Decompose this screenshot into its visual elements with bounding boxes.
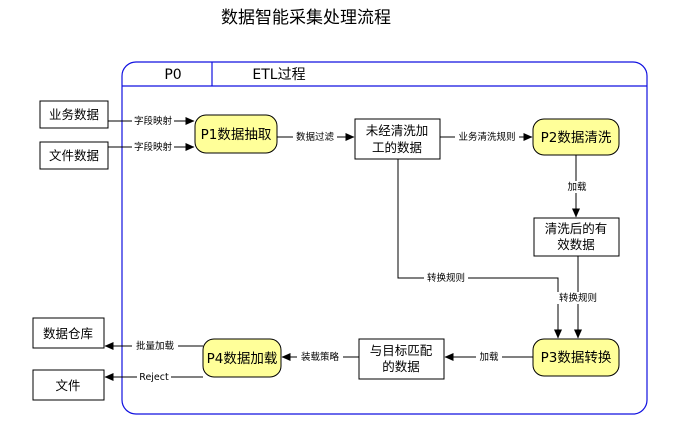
store-matched-data	[358, 338, 445, 380]
store-raw-line2: 工的数据	[372, 140, 422, 155]
source-business-data	[39, 100, 109, 129]
flow-label-clean-rules: 业务清洗规则	[458, 131, 515, 143]
process-p4-load	[202, 338, 282, 378]
process-p1-extract	[194, 114, 278, 154]
frame-name: ETL过程	[252, 67, 305, 83]
store-cleaned-line1: 清洗后的有	[545, 221, 608, 236]
frame-id: P0	[164, 67, 181, 83]
output-file-label: 文件	[55, 378, 80, 393]
store-matched-line1: 与目标匹配	[370, 343, 433, 358]
flow-label-convert-right: 转换规则	[559, 292, 597, 304]
source-business-label: 业务数据	[49, 107, 99, 122]
store-cleaned-line2: 效数据	[557, 237, 595, 252]
flow-label-map1: 字段映射	[134, 115, 173, 127]
flow-label-reject: Reject	[139, 372, 169, 383]
flow-label-batch-load: 批量加载	[136, 340, 175, 352]
flow-label-load-clean: 加载	[567, 181, 587, 193]
flow-raw-to-p3	[397, 159, 562, 339]
flow-label-load-strategy: 装载策略	[301, 351, 340, 363]
store-matched-line2: 的数据	[382, 359, 420, 374]
output-warehouse-label: 数据仓库	[43, 326, 93, 341]
store-raw-data	[354, 118, 441, 160]
diagram-title: 数据智能采集处理流程	[221, 8, 391, 28]
flow-label-load-match: 加载	[479, 351, 499, 363]
process-p3-label: P3数据转换	[541, 350, 612, 366]
process-p1-label: P1数据抽取	[201, 127, 272, 143]
store-cleaned-data	[533, 217, 620, 257]
store-raw-line1: 未经清洗加	[366, 123, 429, 138]
process-p2-label: P2数据清洗	[541, 130, 612, 146]
output-file	[32, 369, 105, 401]
output-data-warehouse	[32, 317, 105, 349]
source-file-label: 文件数据	[49, 148, 99, 163]
process-p4-label: P4数据加载	[207, 351, 278, 367]
flow-label-filter: 数据过滤	[296, 131, 335, 143]
flow-label-convert-left: 转换规则	[427, 272, 465, 284]
source-file-data	[39, 141, 109, 170]
flow-label-map2: 字段映射	[134, 141, 173, 153]
